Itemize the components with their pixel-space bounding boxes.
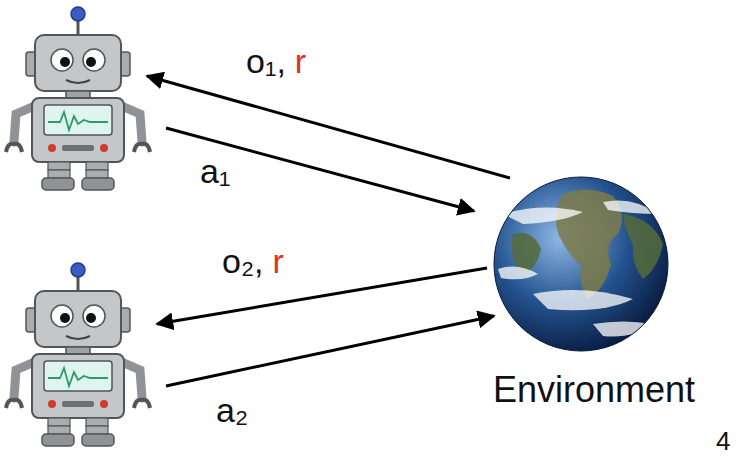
signal-label: a₂ [216,393,248,427]
environment-node: Environment [493,174,695,410]
action-arrow [166,316,494,386]
page-number: 4 [716,428,730,454]
signal-label: o₁, [246,44,286,78]
robot-figure [6,7,150,190]
earth-globe [493,174,671,356]
reward-label: r [295,44,306,78]
signal-label: a₁ [200,154,230,188]
reward-label: r [273,244,284,278]
node-heading: Environment [493,370,695,410]
robot-figure [6,263,150,446]
action-arrow [166,128,474,211]
observation-arrow [157,268,487,324]
signal-label: o₂, [222,244,264,278]
